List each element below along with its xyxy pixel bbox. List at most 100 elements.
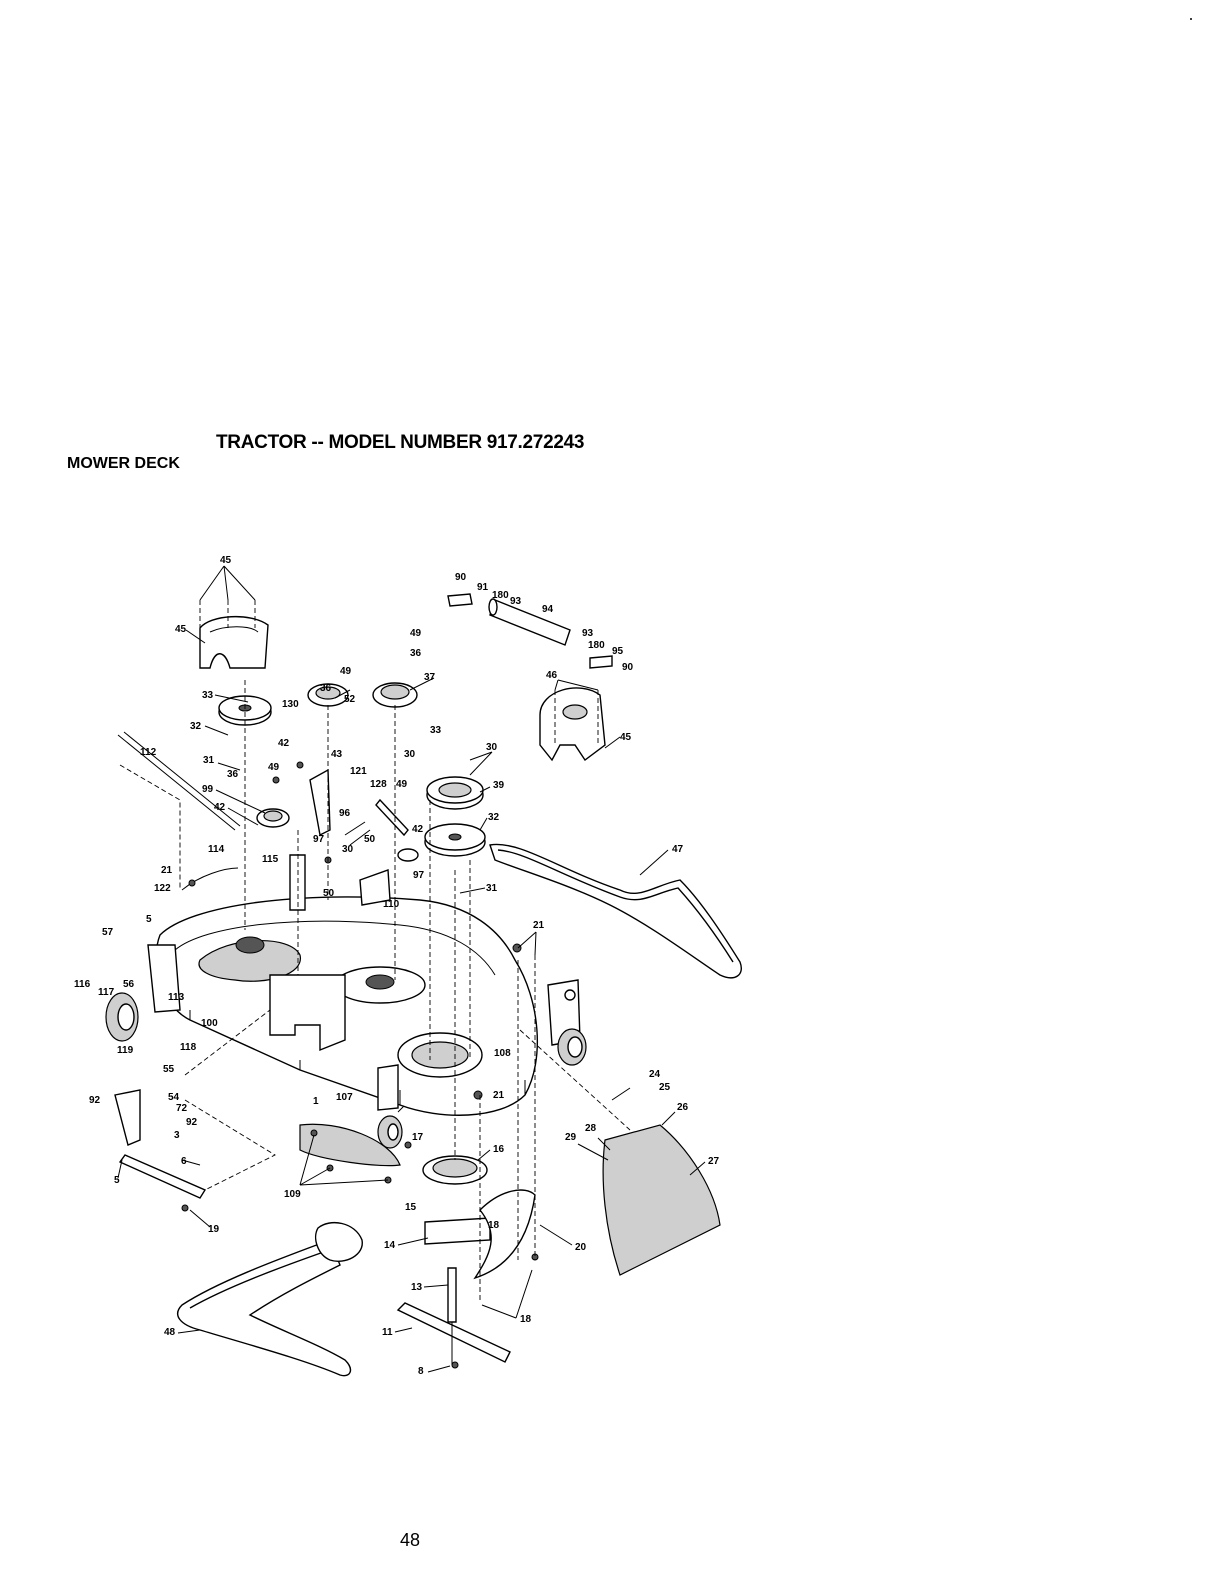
callout: 56 xyxy=(123,979,135,990)
callout: 33 xyxy=(430,725,442,736)
section-heading: MOWER DECK xyxy=(67,455,180,472)
part-callouts: 45 45 33 32 31 36 99 42 130 42 49 36 52 … xyxy=(74,555,720,1377)
callout: 50 xyxy=(364,834,376,845)
callout: 115 xyxy=(262,854,279,865)
callout: 109 xyxy=(284,1189,301,1200)
callout: 19 xyxy=(208,1224,220,1235)
callout: 18 xyxy=(520,1314,532,1325)
belts xyxy=(177,843,742,1377)
callout: 47 xyxy=(672,844,684,855)
callout: 3 xyxy=(174,1130,180,1141)
callout: 46 xyxy=(546,670,558,681)
callout: 36 xyxy=(227,769,239,780)
callout: 11 xyxy=(382,1327,393,1338)
deck-wheels xyxy=(105,992,587,1149)
callout: 107 xyxy=(336,1092,353,1103)
callout: 32 xyxy=(190,721,202,732)
callout: 18 xyxy=(488,1220,500,1231)
callout: 95 xyxy=(612,646,624,657)
callout: 49 xyxy=(340,666,352,677)
callout: 117 xyxy=(98,987,115,998)
callout: 8 xyxy=(418,1366,424,1377)
callout: 42 xyxy=(214,802,226,813)
callout: 6 xyxy=(181,1156,187,1167)
mower-deck-body xyxy=(147,896,581,1116)
callout: 55 xyxy=(163,1064,175,1075)
callout: 50 xyxy=(323,888,335,899)
callout: 118 xyxy=(180,1042,197,1053)
callout: 21 xyxy=(161,865,173,876)
callout: 17 xyxy=(412,1132,424,1143)
pulleys xyxy=(218,682,486,862)
callout: 5 xyxy=(114,1175,120,1186)
assembly-lines xyxy=(119,600,631,1300)
callout: 30 xyxy=(342,844,354,855)
callout: 96 xyxy=(339,808,351,819)
callout: 48 xyxy=(164,1327,176,1338)
callout: 110 xyxy=(383,899,400,910)
callout: 25 xyxy=(659,1082,671,1093)
callout: 180 xyxy=(588,640,605,651)
callout: 32 xyxy=(488,812,500,823)
callout: 21 xyxy=(533,920,545,931)
callout: 93 xyxy=(510,596,522,607)
callout: 21 xyxy=(493,1090,505,1101)
stray-mark xyxy=(1190,18,1192,20)
callout: 91 xyxy=(477,582,489,593)
callout: 94 xyxy=(542,604,554,615)
callout: 20 xyxy=(575,1242,587,1253)
callout: 93 xyxy=(582,628,594,639)
leader-lines xyxy=(117,565,706,1373)
callout: 90 xyxy=(622,662,634,673)
callout: 36 xyxy=(320,683,332,694)
callout: 36 xyxy=(410,648,422,659)
callout: 29 xyxy=(565,1132,577,1143)
blade-assembly xyxy=(299,1123,721,1365)
callout: 92 xyxy=(89,1095,101,1106)
callout: 30 xyxy=(404,749,416,760)
page-number: 48 xyxy=(400,1530,421,1550)
callout: 28 xyxy=(585,1123,597,1134)
callout: 30 xyxy=(486,742,498,753)
callout: 112 xyxy=(140,747,157,758)
callout: 43 xyxy=(331,749,343,760)
callout: 15 xyxy=(405,1202,417,1213)
callout: 180 xyxy=(492,590,509,601)
callout: 45 xyxy=(620,732,632,743)
callout: 100 xyxy=(201,1018,218,1029)
callout: 99 xyxy=(202,784,214,795)
callout: 31 xyxy=(203,755,215,766)
callout: 49 xyxy=(268,762,280,773)
callout: 121 xyxy=(350,766,367,777)
callout: 1 xyxy=(313,1096,319,1107)
callout: 42 xyxy=(278,738,290,749)
brackets-and-arms xyxy=(114,593,613,1199)
callout: 42 xyxy=(412,824,424,835)
callout: 26 xyxy=(677,1102,689,1113)
callout: 114 xyxy=(208,844,225,855)
callout: 16 xyxy=(493,1144,505,1155)
callout: 113 xyxy=(168,992,185,1003)
callout: 49 xyxy=(396,779,408,790)
callout: 27 xyxy=(708,1156,720,1167)
callout: 33 xyxy=(202,690,214,701)
callout: 13 xyxy=(411,1282,423,1293)
callout: 122 xyxy=(154,883,171,894)
callout: 92 xyxy=(186,1117,198,1128)
callout: 97 xyxy=(413,870,425,881)
callout: 37 xyxy=(424,672,436,683)
callout: 128 xyxy=(370,779,387,790)
callout: 72 xyxy=(176,1103,188,1114)
callout: 14 xyxy=(384,1240,396,1251)
callout: 24 xyxy=(649,1069,661,1080)
callout: 31 xyxy=(486,883,498,894)
callout: 39 xyxy=(493,780,505,791)
callout: 52 xyxy=(344,694,356,705)
callout: 49 xyxy=(410,628,422,639)
callout: 45 xyxy=(175,624,187,635)
callout: 45 xyxy=(220,555,232,566)
callout: 116 xyxy=(74,979,91,990)
callout: 119 xyxy=(117,1045,134,1056)
callout: 130 xyxy=(282,699,299,710)
